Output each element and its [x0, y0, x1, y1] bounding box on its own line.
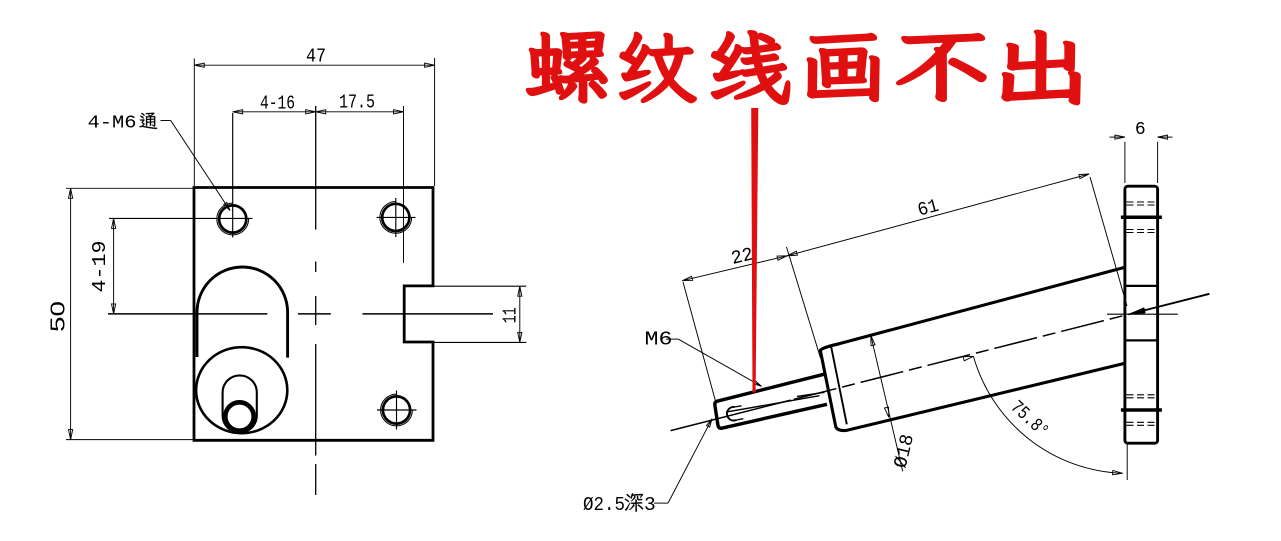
svg-text:75.8°: 75.8°	[1006, 396, 1053, 442]
svg-text:Ø18: Ø18	[890, 432, 919, 470]
svg-text:6: 6	[1135, 120, 1146, 140]
svg-text:4-M6: 4-M6	[88, 113, 137, 134]
svg-text:17.5: 17.5	[339, 92, 375, 114]
svg-text:Ø2.5: Ø2.5	[583, 494, 625, 516]
svg-text:61: 61	[915, 195, 941, 222]
svg-text:4-19: 4-19	[89, 241, 111, 293]
svg-text:50: 50	[48, 301, 70, 332]
svg-text:3: 3	[644, 494, 656, 516]
svg-text:11: 11	[500, 307, 522, 323]
svg-text:M6: M6	[645, 329, 673, 351]
svg-text:47: 47	[306, 46, 326, 68]
svg-text:22: 22	[729, 243, 755, 269]
svg-text:4-16: 4-16	[260, 93, 295, 115]
